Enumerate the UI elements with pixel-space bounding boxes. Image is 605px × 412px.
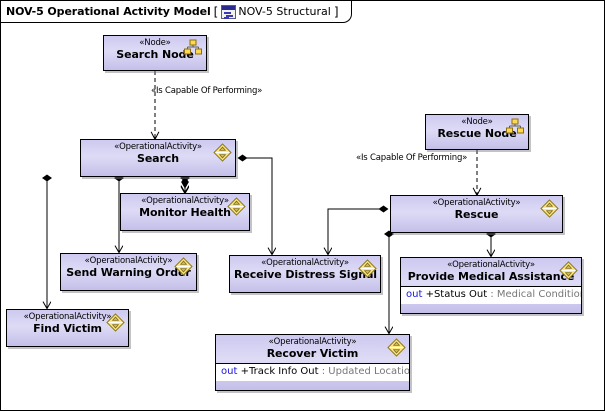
node-hierarchy-icon — [506, 118, 524, 136]
operational-activity-icon — [540, 199, 559, 218]
node-find-victim[interactable]: «OperationalActivity» Find Victim — [6, 309, 129, 347]
operational-activity-icon — [106, 313, 125, 332]
property-separator: : — [318, 366, 329, 378]
property-direction: out — [406, 289, 423, 301]
edge-rescue-to-provide-medical-assistance[interactable] — [486, 230, 496, 257]
node-send-warning-order-stereotype: «OperationalActivity» — [84, 256, 173, 266]
node-recover-victim[interactable]: «OperationalActivity» Recover Victim out… — [215, 334, 410, 391]
diagram-canvas[interactable]: «Is Capable Of Performing» «Is Capable O… — [1, 23, 605, 412]
page-title: NOV-5 Operational Activity Model — [6, 5, 211, 18]
node-hierarchy-icon — [184, 39, 202, 57]
diagram-reference-label[interactable]: NOV-5 Structural — [238, 5, 331, 18]
operational-activity-icon — [358, 259, 377, 278]
property-type: Medical Condition — [496, 289, 582, 301]
property-row: out +Status Out : Medical Condition — [401, 286, 581, 304]
operational-activity-icon — [559, 261, 578, 280]
node-receive-distress-signal-name: Receive Distress Signal — [234, 267, 377, 281]
node-rescue-name: Rescue — [454, 207, 499, 221]
edge-rescue-to-recover-victim[interactable] — [384, 230, 394, 334]
node-search[interactable]: «OperationalActivity» Search — [80, 139, 236, 177]
node-send-warning-order-name: Send Warning Order — [66, 265, 191, 279]
bracket-close: ] — [333, 4, 339, 19]
node-monitor-health-stereotype: «OperationalActivity» — [141, 196, 229, 206]
node-rescue-stereotype: «OperationalActivity» — [432, 198, 521, 208]
diagram-title-tab: NOV-5 Operational Activity Model [ NOV-5… — [1, 1, 352, 23]
node-find-victim-stereotype: «OperationalActivity» — [23, 312, 112, 322]
node-search-node-stereotype: «Node» — [139, 38, 171, 48]
property-direction: out — [221, 366, 238, 378]
node-provide-medical-assistance-name: Provide Medical Assistance — [407, 269, 575, 283]
node-rescue-node[interactable]: «Node» Rescue Node — [425, 114, 529, 150]
node-recover-victim-stereotype: «OperationalActivity» — [268, 337, 357, 347]
node-provide-medical-assistance[interactable]: «OperationalActivity» Provide Medical As… — [400, 257, 582, 314]
node-receive-distress-signal-stereotype: «OperationalActivity» — [261, 258, 349, 268]
operational-activity-icon — [387, 338, 406, 357]
property-row: out +Track Info Out : Updated Location — [216, 363, 409, 381]
edge-label-is-capable-of-performing-search: «Is Capable Of Performing» — [151, 86, 263, 96]
property-type: Updated Location — [328, 366, 410, 378]
node-search-node-name: Search Node — [116, 47, 194, 61]
property-name: +Track Info Out — [240, 366, 319, 378]
node-search-name: Search — [137, 151, 179, 165]
diagram-icon — [221, 4, 237, 19]
edge-rescue-to-receive-distress-signal[interactable] — [328, 205, 389, 255]
node-provide-medical-assistance-stereotype: «OperationalActivity» — [447, 260, 535, 270]
node-rescue-node-name: Rescue Node — [437, 126, 517, 140]
node-monitor-health-name: Monitor Health — [139, 205, 231, 219]
operational-activity-icon — [227, 197, 246, 216]
node-send-warning-order[interactable]: «OperationalActivity» Send Warning Order — [60, 253, 197, 291]
node-rescue[interactable]: «OperationalActivity» Rescue — [390, 195, 563, 233]
edge-search-to-receive-distress-signal[interactable] — [237, 154, 273, 255]
property-name: +Status Out — [425, 289, 488, 301]
edge-label-is-capable-of-performing-rescue: «Is Capable Of Performing» — [356, 153, 468, 163]
edge-search-to-find-victim[interactable] — [42, 174, 52, 309]
node-recover-victim-name: Recover Victim — [266, 346, 359, 360]
operational-activity-icon — [174, 257, 193, 276]
node-search-stereotype: «OperationalActivity» — [114, 142, 202, 152]
node-receive-distress-signal[interactable]: «OperationalActivity» Receive Distress S… — [229, 255, 381, 293]
bracket-open: [ — [213, 4, 219, 19]
node-rescue-node-stereotype: «Node» — [461, 117, 493, 127]
operational-activity-icon — [213, 143, 232, 162]
node-find-victim-name: Find Victim — [33, 321, 102, 335]
edge-search-to-monitor-health[interactable] — [179, 174, 191, 194]
node-search-node[interactable]: «Node» Search Node — [103, 35, 207, 71]
node-monitor-health[interactable]: «OperationalActivity» Monitor Health — [120, 193, 250, 231]
property-separator: : — [487, 289, 497, 301]
